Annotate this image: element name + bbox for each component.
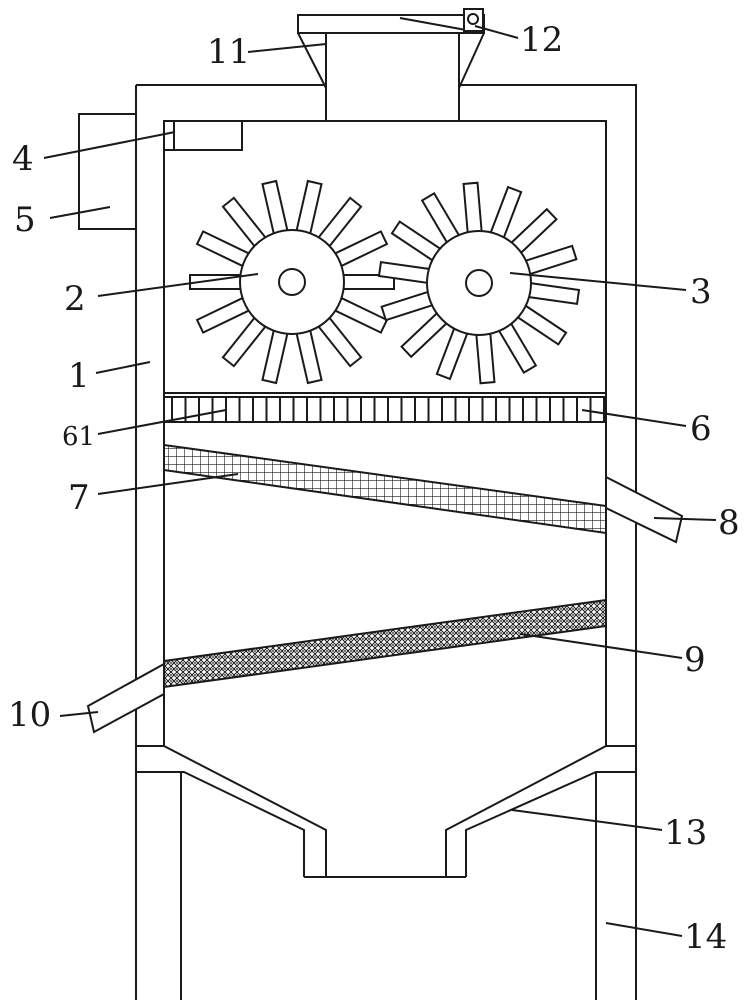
lower-screen (163, 598, 607, 689)
crushing-roller-left (189, 179, 395, 385)
roller-tooth (261, 179, 289, 237)
drive-unit (163, 120, 243, 151)
label-1: 1 (68, 356, 90, 396)
roller-tooth (488, 185, 523, 241)
label-7: 7 (68, 478, 90, 518)
upper-discharge-chute (605, 475, 684, 544)
leader-lines (43, 25, 717, 937)
crushing-roller-right (377, 181, 581, 385)
roller-tooth (195, 230, 252, 268)
roller-tooth (526, 281, 581, 305)
label-6: 6 (690, 409, 712, 449)
label-9: 9 (684, 640, 706, 680)
roller-tooth (435, 325, 470, 381)
roller-tooth (332, 230, 389, 268)
roller-tooth (420, 191, 461, 245)
roller-tooth (316, 315, 363, 368)
hopper-valve (463, 8, 484, 32)
lower-discharge-chute (86, 662, 165, 734)
roller-tooth (497, 321, 538, 375)
label-4: 4 (12, 139, 34, 179)
label-61: 61 (62, 422, 95, 452)
roller-tooth (380, 290, 435, 322)
roller-tooth (523, 244, 578, 276)
label-2: 2 (64, 279, 86, 319)
support-legs (135, 746, 597, 1000)
roller-tooth (390, 220, 443, 263)
label-12: 12 (520, 20, 563, 60)
roller-tooth (221, 196, 268, 249)
label-5: 5 (14, 200, 36, 240)
grate-plate (163, 396, 607, 423)
motor-box (78, 113, 137, 230)
upper-screen (163, 443, 607, 535)
collecting-funnel (136, 745, 636, 878)
roller-tooth (295, 179, 323, 237)
roller-tooth (221, 315, 268, 368)
roller-tooth (475, 331, 496, 385)
housing-frame (135, 84, 637, 1000)
label-13: 13 (664, 813, 707, 853)
label-8: 8 (718, 503, 740, 543)
label-14: 14 (684, 917, 727, 957)
roller-tooth (332, 296, 389, 334)
label-10: 10 (8, 695, 51, 735)
label-11: 11 (207, 32, 250, 72)
roller-tooth (261, 327, 289, 385)
roller-tooth (515, 303, 568, 346)
feed-hopper (297, 14, 485, 122)
roller-tooth (195, 296, 252, 334)
label-3: 3 (690, 272, 712, 312)
roller-tooth (295, 327, 323, 385)
roller-tooth (316, 196, 363, 249)
roller-tooth (462, 181, 483, 235)
